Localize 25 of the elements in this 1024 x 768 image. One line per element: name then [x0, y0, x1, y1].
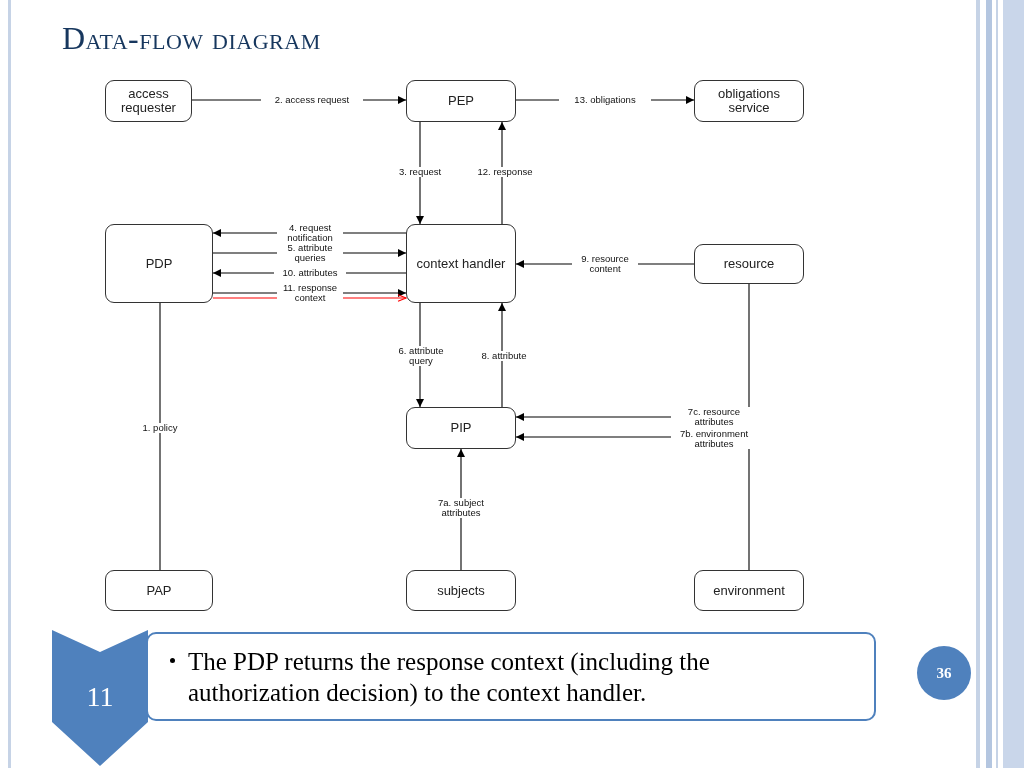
edge-label: 13. obligations [559, 95, 651, 105]
process-box: subjects [406, 570, 516, 611]
arrow [416, 121, 424, 225]
process-box: resource [694, 244, 804, 284]
process-box: access requester [105, 80, 192, 122]
callout-box: The PDP returns the response context (including the authorization decision) to the context handler. [146, 632, 876, 721]
edge-label: 9. resource content [572, 254, 638, 274]
process-box: PIP [406, 407, 516, 449]
process-box: obligations service [694, 80, 804, 122]
arrow [498, 121, 506, 225]
slide-title: Data-flow diagram [62, 20, 321, 57]
page-number-badge: 36 [917, 646, 971, 700]
process-box: environment [694, 570, 804, 611]
edge-label: 5. attribute queries [277, 243, 343, 263]
edge-label: 10. attributes [274, 268, 346, 278]
process-box: PDP [105, 224, 213, 303]
edge-label: 4. request notification [277, 223, 343, 243]
edge-label: 2. access request [261, 95, 363, 105]
process-box: context handler [406, 224, 516, 303]
edge-label: 11. response context [277, 283, 343, 303]
process-box: PEP [406, 80, 516, 122]
arrow [498, 302, 506, 408]
process-box: PAP [105, 570, 213, 611]
connector-line [159, 302, 161, 571]
step-number-chevron: 11 [52, 630, 148, 766]
